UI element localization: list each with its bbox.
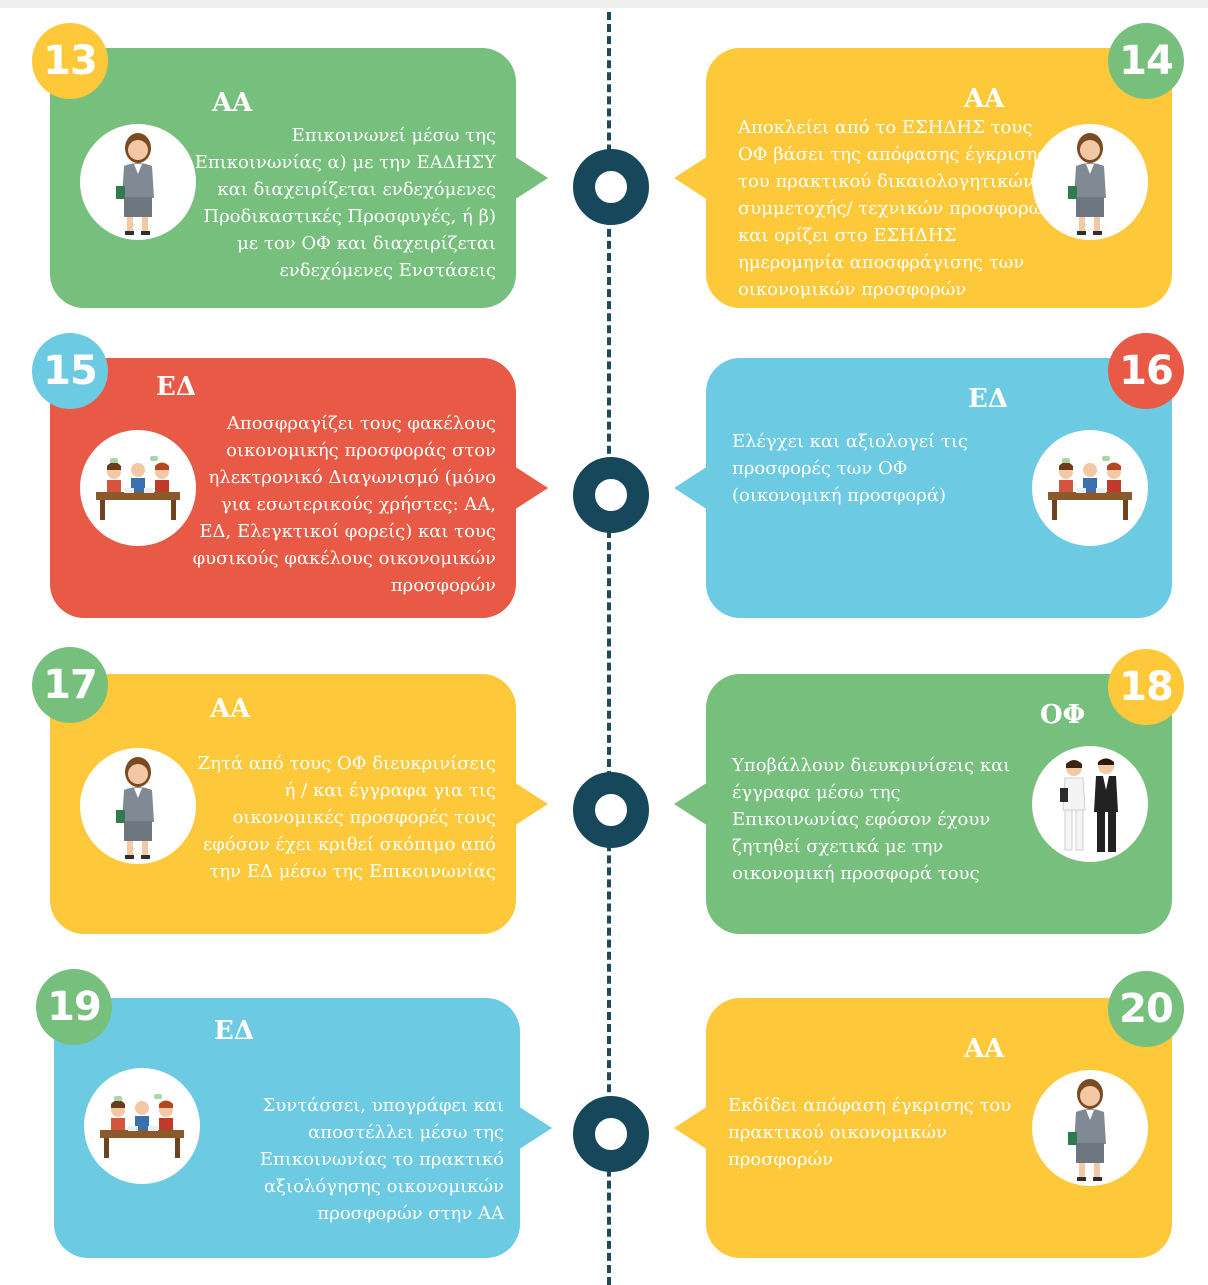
timeline-node: [573, 149, 649, 225]
step-13-role: ΑΑ: [212, 88, 253, 118]
step-13-card: ΑΑ Επικοινωνεί μέσω της Επικοινωνίας α) …: [50, 48, 548, 308]
step-14-number: 14: [1108, 23, 1184, 99]
card-pointer: [674, 1106, 708, 1150]
timeline-node: [573, 1096, 649, 1172]
step-16-role: ΕΔ: [968, 384, 1008, 414]
step-17-card: ΑΑ Ζητά από τους ΟΦ διευκρινίσεις ή / κα…: [50, 674, 548, 934]
card-pointer: [514, 156, 548, 200]
step-16-card: ΕΔ Ελέγχει και αξιολογεί τις προσφορές τ…: [674, 358, 1172, 618]
step-20-card: ΑΑ Εκδίδει απόφαση έγκρισης του πρακτικο…: [674, 998, 1172, 1258]
step-18-role: ΟΦ: [1040, 700, 1086, 730]
step-19-role: ΕΔ: [214, 1016, 254, 1046]
step-18-text: Υποβάλλουν διευκρινίσεις και έγγραφα μέσ…: [732, 755, 1011, 884]
step-15-number: 15: [32, 333, 108, 409]
step-14-text: Αποκλείει από το ΕΣΗΔΗΣ τους ΟΦ βάσει τη…: [738, 117, 1055, 300]
businesswoman-icon: [1032, 124, 1148, 240]
step-14-card: ΑΑ Αποκλείει από το ΕΣΗΔΗΣ τους ΟΦ βάσει…: [674, 48, 1172, 308]
step-20-role: ΑΑ: [964, 1034, 1005, 1064]
step-13-text: Επικοινωνεί μέσω της Επικοινωνίας α) με …: [194, 125, 496, 281]
card-pointer: [674, 156, 708, 200]
card-pointer: [514, 466, 548, 510]
step-16-number: 16: [1108, 333, 1184, 409]
card-pointer: [674, 782, 708, 826]
step-18-number: 18: [1108, 649, 1184, 725]
timeline-spine: [607, 12, 611, 1285]
step-14-role: ΑΑ: [964, 84, 1005, 114]
step-15-card: ΕΔ Αποσφραγίζει τους φακέλους οικονομική…: [50, 358, 548, 618]
step-18-card: ΟΦ Υποβάλλουν διευκρινίσεις και έγγραφα …: [674, 674, 1172, 934]
step-17-text: Ζητά από τους ΟΦ διευκρινίσεις ή / και έ…: [197, 753, 496, 882]
step-15-text: Αποσφραγίζει τους φακέλους οικονομικής π…: [192, 413, 496, 596]
timeline-node: [573, 772, 649, 848]
step-20-number: 20: [1108, 971, 1184, 1047]
timeline-node: [573, 457, 649, 533]
business-couple-icon: [1032, 746, 1148, 862]
step-19-card: ΕΔ Συντάσσει, υπογράφει και αποστέλλει μ…: [54, 998, 552, 1258]
committee-meeting-icon: [80, 430, 196, 546]
committee-meeting-icon: [84, 1068, 200, 1184]
step-13-number: 13: [32, 23, 108, 99]
businesswoman-icon: [1032, 1070, 1148, 1186]
step-17-role: ΑΑ: [210, 694, 251, 724]
card-pointer: [514, 782, 548, 826]
businesswoman-icon: [80, 748, 196, 864]
step-17-number: 17: [32, 647, 108, 723]
step-15-role: ΕΔ: [156, 372, 196, 402]
step-20-text: Εκδίδει απόφαση έγκρισης του πρακτικού ο…: [728, 1095, 1012, 1170]
card-pointer: [518, 1106, 552, 1150]
step-19-number: 19: [36, 969, 112, 1045]
step-19-text: Συντάσσει, υπογράφει και αποστέλλει μέσω…: [259, 1095, 504, 1224]
step-16-text: Ελέγχει και αξιολογεί τις προσφορές των …: [732, 431, 968, 506]
businesswoman-icon: [80, 124, 196, 240]
committee-meeting-icon: [1032, 430, 1148, 546]
card-pointer: [674, 466, 708, 510]
